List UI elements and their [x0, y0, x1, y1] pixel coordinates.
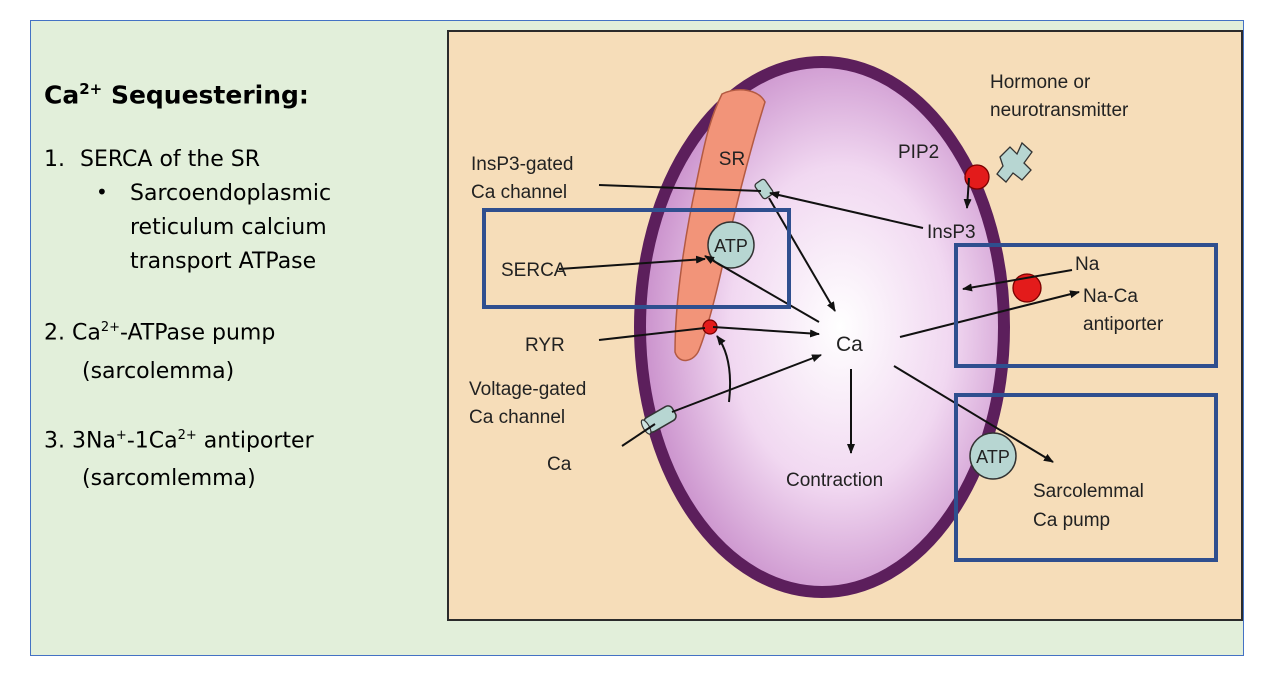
- voltage-ca-channel-label: Ca channel: [469, 407, 565, 428]
- bullet-line: Sarcoendoplasmic: [130, 181, 332, 207]
- serca-pointer-arrow: [558, 255, 706, 270]
- arrow-group: [558, 177, 1080, 463]
- hormone-label: Hormone or: [990, 72, 1091, 93]
- serca-atp-label: ATP: [714, 236, 748, 256]
- sr-release-arrow: [768, 197, 836, 312]
- neurotransmitter-label: neurotransmitter: [990, 100, 1129, 121]
- highlight-boxes: [482, 208, 1218, 562]
- list-item-atpase-pump: 2. Ca2+-ATPase pump: [44, 313, 434, 348]
- pump-atp-icon: [969, 432, 1017, 480]
- section-heading: Ca2+ Sequestering:: [44, 80, 434, 109]
- item-text: -1Ca: [126, 427, 178, 453]
- pip2-to-insp3-arrow: [963, 177, 972, 209]
- bullet-line: transport ATPase: [130, 249, 317, 275]
- ca-outside-line: [621, 423, 656, 447]
- ca-to-serca-arrow: [704, 255, 820, 323]
- ryr-label: RYR: [525, 335, 565, 356]
- bullet-line: reticulum calcium: [130, 215, 327, 241]
- list-item-serca: 1. SERCA of the SR: [44, 145, 434, 175]
- insp3-to-channel-arrow: [769, 191, 924, 229]
- ca-influx-arrow: [671, 354, 822, 413]
- sarcolemmal-label: Sarcolemmal: [1033, 481, 1144, 502]
- bullet-icon: •: [96, 180, 108, 205]
- ryr-to-ca-arrow: [712, 326, 820, 338]
- pump-highlight-box: [954, 393, 1218, 562]
- antiporter-highlight-box: [954, 243, 1218, 368]
- item-superscript: 2+: [100, 320, 120, 336]
- voltage-trigger-arrow: [716, 335, 732, 403]
- antiporter-label: antiporter: [1083, 314, 1164, 335]
- item-subtext: (sarcolemma): [82, 358, 235, 384]
- pip2-label: PIP2: [898, 142, 939, 163]
- item-text: 3. 3Na: [44, 427, 116, 453]
- pump-atp-label: ATP: [976, 447, 1010, 467]
- na-label: Na: [1075, 254, 1100, 275]
- ca-to-antiporter-arrow: [899, 290, 1080, 338]
- item-text: 2. Ca: [44, 320, 101, 346]
- hormone-receptor-icon: [996, 141, 1033, 183]
- na-ca-label: Na-Ca: [1083, 286, 1138, 307]
- na-influx-arrow: [962, 269, 1073, 292]
- item-superscript: +: [115, 427, 127, 443]
- heading-superscript: 2+: [79, 80, 103, 98]
- serca-label: SERCA: [501, 260, 567, 281]
- text-panel: Ca2+ Sequestering: 1. SERCA of the SR • …: [44, 80, 434, 494]
- serca-highlight-box: [482, 208, 791, 309]
- insp3-label: InsP3: [927, 222, 976, 243]
- contraction-label: Contraction: [786, 470, 883, 491]
- ryr-pointer-line: [598, 327, 706, 341]
- calcium-sequestering-diagram: SR ATP ATP Hormone or neurotra: [447, 30, 1243, 621]
- ca-channel-label: Ca channel: [471, 182, 567, 203]
- heading-suffix: Sequestering:: [102, 80, 309, 110]
- bullet-item: • Sarcoendoplasmic reticulum calcium tra…: [96, 177, 434, 279]
- item-superscript: 2+: [177, 427, 197, 443]
- serca-atp-icon: [707, 221, 755, 269]
- insp3-gated-pointer-line: [598, 184, 762, 192]
- item-text: -ATPase pump: [120, 320, 276, 346]
- ca-pump-label: Ca pump: [1033, 510, 1110, 531]
- list-item-antiporter: 3. 3Na+-1Ca2+ antiporter: [44, 421, 434, 456]
- item-text: SERCA of the SR: [80, 147, 261, 173]
- ca-center-label: Ca: [836, 333, 863, 356]
- heading-prefix: Ca: [44, 80, 80, 110]
- na-ca-antiporter-dot: [1012, 273, 1042, 303]
- insp3-gated-label: InsP3-gated: [471, 154, 573, 175]
- item-subtext: (sarcomlemma): [82, 465, 256, 491]
- item-number: 1.: [44, 147, 65, 173]
- item-text: antiporter: [196, 427, 314, 453]
- voltage-gated-label: Voltage-gated: [469, 379, 586, 400]
- ca-outside-label: Ca: [547, 454, 572, 475]
- pip2-receptor-dot: [964, 164, 990, 190]
- sr-label: SR: [719, 149, 745, 170]
- ca-to-pump-arrow: [893, 365, 1054, 463]
